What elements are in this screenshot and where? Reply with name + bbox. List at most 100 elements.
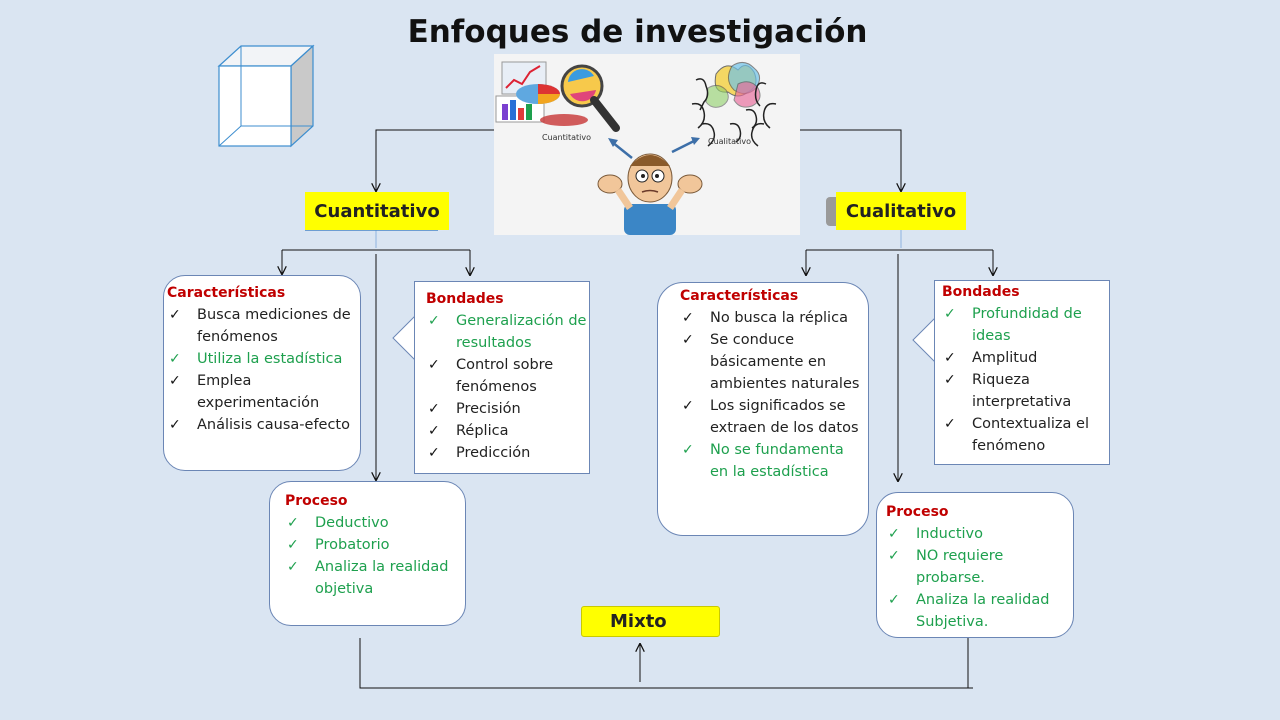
- item-list: ✓ No busca la réplica ✓ Se conduce básicame…: [680, 307, 864, 483]
- checkmark-icon: ✓: [428, 423, 440, 439]
- list-item-text: Profundidad de ideas: [972, 306, 1082, 344]
- callout-pointer: [392, 316, 416, 360]
- box-heading: Características: [167, 285, 286, 301]
- list-item-text: Emplea experimentación: [197, 373, 320, 411]
- cualitativo-label: Cualitativo: [836, 192, 966, 230]
- checkmark-icon: ✓: [169, 373, 181, 389]
- mixto-label-text: Mixto: [610, 611, 667, 632]
- list-item: ✓ NO requiere probarse.: [886, 545, 1069, 589]
- cualitativo-caracteristicas-box: Características ✓ No busca la réplica ✓ Se …: [657, 282, 869, 536]
- cuantitativo-label: Cuantitativo: [305, 192, 449, 230]
- item-list: ✓Profundidad de ideas✓ Amplitud✓ Riqueza…: [942, 303, 1105, 457]
- list-item-text: Predicción: [456, 445, 531, 461]
- list-item-text: Analiza la realidad Subjetiva.: [916, 592, 1050, 630]
- list-item: ✓ Los significados se extraen de los dato…: [680, 395, 864, 439]
- checkmark-icon: ✓: [682, 332, 694, 348]
- research-illustration: Cuantitativo Cualitativo: [495, 61, 777, 235]
- list-item: ✓ No busca la réplica: [680, 307, 864, 329]
- list-item: ✓ Precisión: [426, 398, 589, 420]
- checkmark-icon: ✓: [428, 401, 440, 417]
- list-item: ✓ Inductivo: [886, 523, 1069, 545]
- item-list: ✓ Busca mediciones de fenómenos ✓ Utiliza l…: [167, 304, 356, 436]
- page-title: Enfoques de investigación: [407, 14, 868, 50]
- list-item: ✓ Predicción: [426, 442, 589, 464]
- checkmark-icon: ✓: [428, 445, 440, 461]
- list-item: ✓ Busca mediciones de fenómenos: [167, 304, 356, 348]
- checkmark-icon: ✓: [944, 416, 956, 432]
- checkmark-icon: ✓: [287, 515, 299, 531]
- list-item-text: Busca mediciones de fenómenos: [197, 307, 351, 345]
- list-item: ✓ Control sobre fenómenos: [426, 354, 589, 398]
- list-item-text: Se conduce básicamente en ambientes natu…: [710, 332, 860, 392]
- checkmark-icon: ✓: [428, 357, 440, 373]
- box-heading: Proceso: [886, 504, 949, 520]
- list-item-text: Precisión: [456, 401, 521, 417]
- checkmark-icon: ✓: [169, 417, 181, 433]
- checkmark-icon: ✓: [888, 548, 900, 564]
- cualitativo-proceso-box: Proceso ✓ Inductivo ✓ NO requiere probarse.…: [876, 492, 1074, 638]
- checkmark-icon: ✓: [682, 442, 694, 458]
- list-item-text: No busca la réplica: [710, 310, 848, 326]
- list-item-text: Utiliza la estadística: [197, 351, 343, 367]
- cualitativo-bondades-box: Bondades ✓ Profundidad de ideas ✓ Amplitud…: [934, 280, 1110, 465]
- list-item-text: Analiza la realidad objetiva: [315, 559, 449, 597]
- checkmark-icon: ✓: [888, 592, 900, 608]
- checkmark-icon: ✓: [287, 537, 299, 553]
- list-item-text: Contextualiza el fenómeno: [972, 416, 1089, 454]
- cuantitativo-bondades-box: Bondades ✓ Generalización de resultados ✓ C…: [414, 281, 590, 474]
- list-item: ✓ Deductivo: [285, 512, 461, 534]
- item-list: ✓ Deductivo ✓ Probatorio ✓ Analiza la realida…: [285, 512, 461, 600]
- checkmark-icon: ✓: [428, 313, 440, 329]
- list-item-text: NO requiere probarse.: [916, 548, 1004, 586]
- list-item: ✓ Análisis causa-efecto: [167, 414, 356, 436]
- list-item-text: Amplitud: [972, 350, 1038, 366]
- checkmark-icon: ✓: [169, 307, 181, 323]
- list-item: ✓ Réplica: [426, 420, 589, 442]
- list-item-text: Probatorio: [315, 537, 390, 553]
- list-item-text: Generalización de resultados: [456, 313, 587, 351]
- checkmark-icon: ✓: [944, 306, 956, 322]
- illustration-label-right: Cualitativo: [708, 137, 751, 146]
- checkmark-icon: ✓: [944, 350, 956, 366]
- list-item: ✓ Utiliza la estadística: [167, 348, 356, 370]
- box-heading: Bondades: [426, 291, 504, 307]
- checkmark-icon: ✓: [682, 310, 694, 326]
- list-item: ✓ Analiza la realidad Subjetiva.: [886, 589, 1069, 633]
- list-item-text: No se fundamenta en la estadística: [710, 442, 844, 480]
- callout-pointer: [912, 318, 936, 362]
- list-item: ✓ Probatorio: [285, 534, 461, 556]
- illustration-label-left: Cuantitativo: [542, 133, 591, 142]
- checkmark-icon: ✓: [682, 398, 694, 414]
- list-item: ✓ Emplea experimentación: [167, 370, 356, 414]
- list-item-text: Los significados se extraen de los datos: [710, 398, 859, 436]
- cube-icon: [217, 44, 315, 148]
- list-item-text: Deductivo: [315, 515, 389, 531]
- checkmark-icon: ✓: [169, 351, 181, 367]
- list-item-text: Inductivo: [916, 526, 983, 542]
- mixto-label: Mixto: [581, 606, 720, 637]
- item-list: ✓ Generalización de resultados ✓ Control so…: [426, 310, 589, 464]
- list-item: ✓ Amplitud: [942, 347, 1105, 369]
- box-heading: Proceso: [285, 493, 348, 509]
- checkmark-icon: ✓: [888, 526, 900, 542]
- list-item: ✓ Generalización de resultados: [426, 310, 589, 354]
- list-item-text: Riqueza interpretativa: [972, 372, 1072, 410]
- list-item-text: Réplica: [456, 423, 509, 439]
- list-item: ✓ Riqueza interpretativa: [942, 369, 1105, 413]
- box-heading: Bondades: [942, 284, 1020, 300]
- illustration-panel: Cuantitativo Cualitativo: [494, 54, 800, 235]
- item-list: ✓ Inductivo ✓ NO requiere probarse. ✓ Analiza…: [886, 523, 1069, 633]
- list-item: ✓ Se conduce básicamente en ambientes nat…: [680, 329, 864, 395]
- cuantitativo-proceso-box: Proceso ✓ Deductivo ✓ Probatorio ✓ Analiza la…: [269, 481, 466, 626]
- cuantitativo-caracteristicas-box: Características ✓ Busca mediciones de fen…: [163, 275, 361, 471]
- cuantitativo-label-text: Cuantitativo: [314, 200, 440, 222]
- list-item-text: Control sobre fenómenos: [456, 357, 554, 395]
- checkmark-icon: ✓: [944, 372, 956, 388]
- list-item-text: Análisis causa-efecto: [197, 417, 350, 433]
- list-item: ✓ Analiza la realidad objetiva: [285, 556, 461, 600]
- list-item: ✓ No se fundamenta en la estadística: [680, 439, 864, 483]
- list-item: ✓ Contextualiza el fenómeno: [942, 413, 1105, 457]
- box-heading: Características: [680, 288, 799, 304]
- checkmark-icon: ✓: [287, 559, 299, 575]
